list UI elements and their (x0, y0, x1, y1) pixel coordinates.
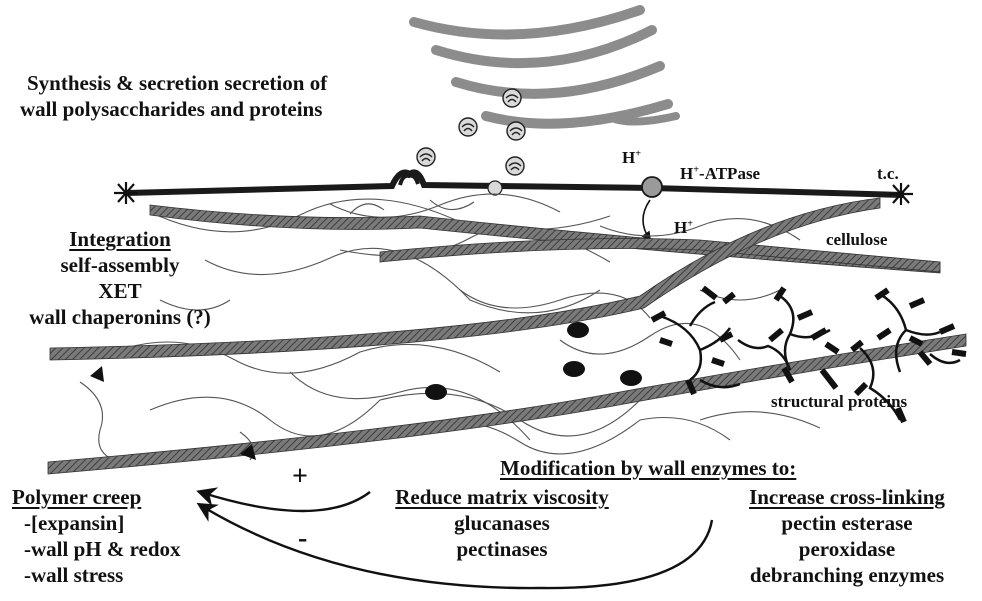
reduce-item: pectinases (374, 536, 630, 562)
structural-proteins-label: structural proteins (771, 392, 907, 412)
creep-item: -wall stress (12, 562, 181, 588)
increase-item: peroxidase (718, 536, 976, 562)
creep-item: -[expansin] (12, 510, 181, 536)
cellulose-label: cellulose (826, 230, 887, 250)
minus-sign: - (298, 524, 307, 554)
integration-title: Integration (8, 226, 232, 252)
secretory-vesicles-icon (417, 89, 525, 175)
reduce-title: Reduce matrix viscosity (374, 484, 630, 510)
golgi-apparatus-icon (414, 10, 676, 124)
terminal-complex-label: t.c. (877, 164, 899, 184)
synthesis-line-1: Synthesis & secretion secretion of (27, 70, 327, 96)
creep-title: Polymer creep (12, 484, 181, 510)
proton-label-top: H+ (622, 148, 641, 168)
plus-sign: + (292, 462, 308, 492)
modification-title: Modification by wall enzymes to: (500, 455, 796, 481)
integration-block: Integration self-assembly XET wall chape… (8, 226, 232, 330)
integration-item: XET (8, 278, 232, 304)
proton-flux-arrow (643, 200, 650, 240)
increase-item: debranching enzymes (718, 562, 976, 588)
atpase-label: H+-ATPase (680, 164, 760, 184)
creep-item: -wall pH & redox (12, 536, 181, 562)
integration-item: self-assembly (8, 252, 232, 278)
atpase-pump-icon (642, 177, 662, 197)
proton-label-bottom: H+ (674, 218, 693, 238)
reduce-item: glucanases (374, 510, 630, 536)
reduce-block: Reduce matrix viscosity glucanases pecti… (374, 484, 630, 562)
increase-block: Increase cross-linking pectin esterase p… (718, 484, 976, 588)
creep-block: Polymer creep -[expansin] -wall pH & red… (12, 484, 181, 588)
increase-item: pectin esterase (718, 510, 976, 536)
integration-item: wall chaperonins (?) (8, 304, 232, 330)
synthesis-line-2: wall polysaccharides and proteins (20, 96, 322, 122)
increase-title: Increase cross-linking (718, 484, 976, 510)
plasma-membrane (126, 172, 904, 197)
